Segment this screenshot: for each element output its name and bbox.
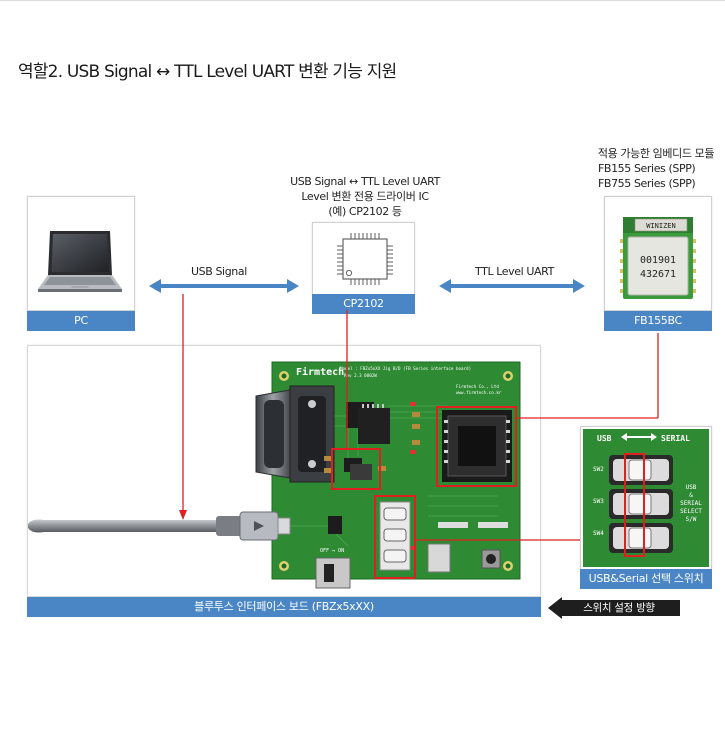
fb155bc-label: FB155BC <box>604 311 712 331</box>
switch-select-line5: S/W <box>686 516 697 523</box>
board-web-text: www.firmtech.co.kr <box>456 390 502 395</box>
switch-select-line2: & <box>689 492 693 499</box>
board-rev-text: Rev 2.3 0802W <box>344 373 377 378</box>
pc-box <box>27 196 135 311</box>
usb-signal-label: USB Signal <box>191 265 247 278</box>
switch-serial-text: SERIAL <box>661 434 690 443</box>
switch-sw4-text: SW4 <box>593 530 604 537</box>
board-company-text: Firmtech Co., Ltd <box>456 384 499 389</box>
cp2102-box <box>312 222 415 297</box>
switch-usb-text: USB <box>597 434 612 443</box>
module-brand: WINIZEN <box>646 222 676 230</box>
switch-select-line4: SELECT <box>680 508 702 515</box>
cp2102-caption-line2: Level 변환 전용 드라이버 IC <box>301 190 429 203</box>
module-serial-2: 432671 <box>640 269 676 280</box>
module-serial-1: 001901 <box>640 255 676 266</box>
switch-panel-image: USB SERIAL SW2 SW3 SW4 USB & SERIAL SELE… <box>583 429 709 567</box>
ttl-level-uart-label: TTL Level UART <box>475 265 554 278</box>
module-caption-line2: FB155 Series (SPP) <box>598 162 696 175</box>
pc-label: PC <box>27 311 135 331</box>
switch-sw2-text: SW2 <box>593 466 604 473</box>
cp2102-caption: USB Signal ↔ TTL Level UART Level 변환 전용 … <box>270 174 460 219</box>
cp2102-caption-line1: USB Signal ↔ TTL Level UART <box>290 175 440 188</box>
ttl-uart-arrow <box>439 279 585 293</box>
usb-signal-arrow <box>149 279 299 293</box>
module-caption-line1: 적용 가능한 임베디드 모듈 <box>597 147 715 160</box>
double-arrow-icon <box>621 433 657 441</box>
switch-select-line3: SERIAL <box>680 500 702 507</box>
page-title: 역할2. USB Signal ↔ TTL Level UART 변환 기능 지… <box>18 62 397 82</box>
fb155bc-box: WINIZEN 001901 432671 <box>604 196 712 311</box>
cp2102-caption-line3: (예) CP2102 등 <box>328 205 402 218</box>
board-off-on-text: OFF ↔ ON <box>320 548 344 554</box>
module-caption: 적용 가능한 임베디드 모듈 FB155 Series (SPP) FB755 … <box>588 146 724 191</box>
switch-sw3-text: SW3 <box>593 498 604 505</box>
board-label: 블루투스 인터페이스 보드 (FBZx5xXX) <box>27 597 541 617</box>
bluetooth-module-icon: WINIZEN 001901 432671 <box>620 217 696 299</box>
ic-chip-icon <box>337 233 393 285</box>
switch-label: USB&Serial 선택 스위치 <box>580 569 712 589</box>
switch-direction-arrow: 스위치 설정 방향 <box>548 597 680 619</box>
interface-board-image: Firmtech Model : FBZx5xXX Jig B/D (FB Se… <box>28 361 521 589</box>
module-caption-line3: FB755 Series (SPP) <box>598 177 696 190</box>
switch-photo-box: USB SERIAL SW2 SW3 SW4 USB & SERIAL SELE… <box>580 426 712 570</box>
laptop-icon <box>38 231 122 292</box>
cp2102-label: CP2102 <box>312 294 415 314</box>
board-model-text: Model : FBZx5xXX Jig B/D (FB Series inte… <box>340 366 471 371</box>
board-brand: Firmtech <box>296 366 344 378</box>
switch-select-line1: USB <box>686 484 697 491</box>
switch-direction-label: 스위치 설정 방향 <box>583 602 655 614</box>
board-photo-box: Firmtech Model : FBZx5xXX Jig B/D (FB Se… <box>27 345 541 597</box>
top-divider <box>0 0 725 1</box>
left-arrow-icon <box>548 597 680 619</box>
